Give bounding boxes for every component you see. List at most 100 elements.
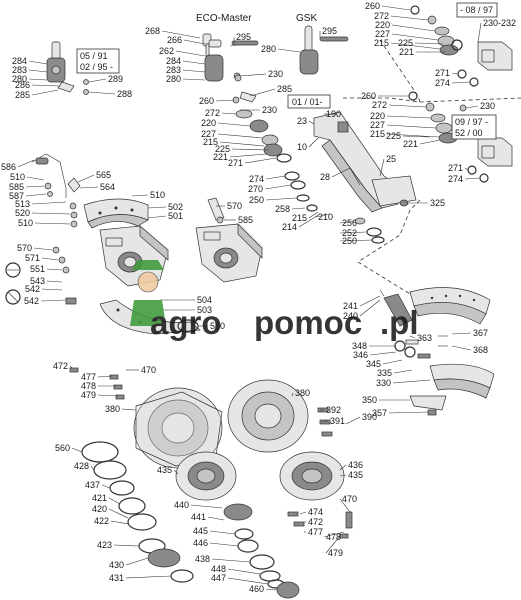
part-label: 220 xyxy=(370,111,385,121)
leader-line xyxy=(31,212,71,215)
leader-line xyxy=(331,167,351,178)
part-label: 560 xyxy=(210,321,225,331)
watermark-text-agro: agro xyxy=(150,304,222,341)
part-label: 585 xyxy=(9,182,24,192)
leader-line xyxy=(464,177,481,180)
part-label: 330 xyxy=(376,378,391,388)
leader-line xyxy=(71,447,83,453)
part-label: 470 xyxy=(342,494,357,504)
leader-line xyxy=(182,78,206,81)
part-label: 286 xyxy=(15,80,30,90)
leader-line xyxy=(125,575,172,579)
part-label: 25 xyxy=(386,154,396,164)
date-box-text: 05 / 91 xyxy=(80,51,108,61)
part-label: 28 xyxy=(320,172,330,182)
part-label: 477 xyxy=(81,372,96,382)
part-label: 479 xyxy=(81,390,96,400)
leader-line xyxy=(315,213,331,218)
leader-line xyxy=(308,211,319,219)
part-label: 274 xyxy=(249,174,264,184)
part-label: 435 xyxy=(157,465,172,475)
part-label: 470 xyxy=(141,365,156,375)
part-label: 220 xyxy=(201,118,216,128)
mascot-face-icon xyxy=(137,271,159,293)
axle-beam xyxy=(313,111,417,244)
bolt-sets xyxy=(69,367,353,539)
brake-carrier-right xyxy=(195,223,263,283)
leader-line xyxy=(265,588,278,591)
date-box-text: - 08 / 97 xyxy=(460,5,493,15)
leader-line xyxy=(392,379,431,384)
part-label: 250 xyxy=(342,236,357,246)
part-label: 190 xyxy=(326,109,341,119)
part-label: 221 xyxy=(399,47,414,57)
part-label: 472 xyxy=(308,517,323,527)
leader-line xyxy=(215,99,235,102)
leader-line xyxy=(390,15,429,21)
leader-line xyxy=(388,104,427,108)
leader-line xyxy=(34,222,71,225)
part-label: 447 xyxy=(211,573,226,583)
leader-line xyxy=(382,359,403,365)
brake-drum-right xyxy=(227,379,309,453)
mascot-body-icon xyxy=(130,300,166,326)
brake-carrier-left xyxy=(99,225,169,287)
leader-line xyxy=(209,542,239,547)
leader-line xyxy=(125,557,149,566)
part-label: 565 xyxy=(96,170,111,180)
part-label: 221 xyxy=(403,139,418,149)
part-label: 260 xyxy=(361,91,376,101)
date-box-01-01: 01 / 01- xyxy=(287,94,331,109)
leader-line xyxy=(339,231,367,234)
leader-line xyxy=(451,81,471,84)
part-label: 587 xyxy=(9,191,24,201)
part-label: 560 xyxy=(55,443,70,453)
leader-line xyxy=(239,73,267,77)
part-label: 215 xyxy=(370,129,385,139)
center-small-parts xyxy=(232,74,318,212)
leader-line xyxy=(217,133,263,139)
leader-line xyxy=(339,239,373,242)
leader-line xyxy=(391,33,439,41)
date-box-text: 52 / 00 xyxy=(455,128,483,138)
small-parts-right-upper xyxy=(410,5,513,87)
part-label: 272 xyxy=(205,108,220,118)
brake-shoe-upper xyxy=(379,287,491,327)
part-label: 380 xyxy=(105,404,120,414)
leader-line xyxy=(386,133,440,138)
part-label: 392 xyxy=(326,405,341,415)
leader-line xyxy=(465,105,479,109)
leader-line xyxy=(388,411,429,414)
leader-line xyxy=(28,60,48,65)
part-label: 391 xyxy=(330,416,345,426)
part-label: 510 xyxy=(10,172,25,182)
part-label: 345 xyxy=(366,359,381,369)
leader-line xyxy=(46,280,63,283)
part-label: 225 xyxy=(215,144,230,154)
part-label: 258 xyxy=(275,204,290,214)
part-label: 272 xyxy=(374,11,389,21)
watermark-text-pomoc: pomoc xyxy=(254,304,362,341)
date-box-text: 09 / 97 - xyxy=(455,117,488,127)
small-parts-left xyxy=(5,197,225,305)
part-label: 435 xyxy=(348,470,363,480)
part-label: 570 xyxy=(17,243,32,253)
leader-line xyxy=(419,139,441,145)
leader-line xyxy=(182,69,206,73)
part-label: 288 xyxy=(117,89,132,99)
part-label: 227 xyxy=(201,129,216,139)
part-label: 227 xyxy=(370,120,385,130)
part-label: 274 xyxy=(448,174,463,184)
hub-right xyxy=(279,451,345,501)
leader-line xyxy=(308,120,315,125)
leader-line xyxy=(110,520,130,525)
part-label: 478 xyxy=(326,532,341,542)
leader-line xyxy=(345,416,361,425)
leader-line xyxy=(369,351,397,356)
part-label: 570 xyxy=(227,201,242,211)
leader-line xyxy=(339,220,355,224)
part-label: 510 xyxy=(150,190,165,200)
part-label: 542 xyxy=(25,284,40,294)
part-label: 445 xyxy=(193,526,208,536)
part-label: 325 xyxy=(430,198,445,208)
